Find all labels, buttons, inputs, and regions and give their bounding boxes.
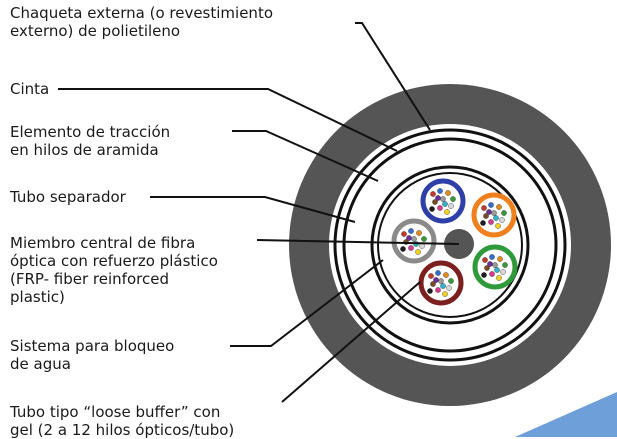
optical-fiber — [481, 205, 487, 211]
loose-tube-red — [418, 260, 464, 306]
optical-fiber — [437, 205, 443, 211]
label-line: en hilos de aramida — [10, 141, 159, 159]
leader-waterblock — [230, 259, 384, 347]
leader-jacket — [355, 22, 431, 131]
loose-tube-gray — [391, 218, 437, 264]
optical-fiber — [448, 203, 454, 209]
optical-fiber — [501, 210, 507, 216]
optical-fiber — [415, 249, 421, 255]
optical-fiber — [502, 262, 508, 268]
label-line: externo) de polietileno — [10, 22, 181, 40]
label-line: Elemento de tracción — [10, 123, 171, 141]
optical-fiber — [437, 188, 443, 194]
cable-cross-section — [289, 84, 611, 406]
optical-fiber — [444, 209, 450, 215]
leader-loose-tube — [281, 281, 421, 403]
optical-fiber — [446, 285, 452, 291]
optical-fiber — [408, 228, 414, 234]
leader-lines — [58, 22, 460, 403]
label-line: Cinta — [10, 80, 50, 98]
label-central-member: Miembro central de fibra óptica con refu… — [10, 234, 218, 306]
leader-separator — [150, 196, 356, 223]
optical-fiber — [483, 213, 489, 219]
optical-fiber — [428, 273, 434, 279]
optical-fiber — [430, 281, 436, 287]
optical-fiber — [438, 278, 444, 284]
label-strength-element: Elemento de tracción en hilos de aramida — [10, 123, 170, 159]
optical-fiber — [494, 267, 500, 273]
label-line: Sistema para bloqueo — [10, 337, 175, 355]
loose-tube-blue — [420, 178, 466, 224]
optical-fiber — [433, 277, 439, 283]
accent-wedge — [515, 392, 617, 437]
optical-fiber — [496, 275, 502, 281]
optical-fiber — [440, 196, 446, 202]
inner-core-ring — [377, 172, 523, 318]
optical-fiber — [432, 199, 438, 205]
optical-fiber — [435, 287, 441, 293]
optical-fiber — [500, 269, 506, 275]
optical-fiber — [499, 217, 505, 223]
optical-fiber — [495, 223, 501, 229]
optical-fiber — [448, 278, 454, 284]
optical-fiber — [429, 206, 435, 212]
optical-fiber — [435, 270, 441, 276]
optical-fiber — [480, 220, 486, 226]
label-line: óptica con refuerzo plástico — [10, 252, 218, 270]
optical-fiber — [400, 246, 406, 252]
optical-fiber — [488, 202, 494, 208]
leader-tape — [58, 88, 398, 152]
optical-fiber — [481, 272, 487, 278]
optical-fiber — [489, 254, 495, 260]
optical-fiber — [445, 190, 451, 196]
label-loose-buffer-tube: Tubo tipo “loose buffer” con gel (2 a 12… — [10, 403, 234, 439]
label-line: (FRP- fiber reinforced — [10, 270, 169, 288]
label-line: gel (2 a 12 hilos ópticos/tubo) — [10, 421, 235, 439]
optical-fiber — [496, 204, 502, 210]
optical-fiber — [421, 236, 427, 242]
optical-fiber — [406, 235, 412, 241]
label-line: Miembro central de fibra — [10, 234, 196, 252]
optical-fiber — [443, 272, 449, 278]
label-line: plastic) — [10, 288, 65, 306]
optical-fiber — [492, 262, 498, 268]
optical-fiber — [440, 283, 446, 289]
optical-fiber — [491, 210, 497, 216]
optical-fiber — [411, 236, 417, 242]
optical-fiber — [484, 265, 490, 271]
leader-strength — [232, 130, 379, 182]
optical-fiber — [493, 215, 499, 221]
strength-member-ring — [342, 137, 558, 353]
label-line: de agua — [10, 355, 71, 373]
optical-fiber — [450, 196, 456, 202]
optical-fiber — [427, 288, 433, 294]
optical-fiber — [435, 195, 441, 201]
optical-fiber — [486, 209, 492, 215]
optical-fiber — [497, 256, 503, 262]
label-line: Chaqueta externa (o revestimiento — [10, 4, 273, 22]
optical-fiber — [488, 219, 494, 225]
optical-fiber — [489, 271, 495, 277]
loose-tube-orange — [471, 192, 517, 238]
label-line: Tubo separador — [10, 188, 126, 206]
loose-tube-green — [472, 244, 518, 290]
separator-tube-ring — [370, 165, 530, 325]
optical-fiber — [442, 201, 448, 207]
label-line: Tubo tipo “loose buffer” con — [10, 403, 221, 421]
label-separator-tube: Tubo separador — [10, 188, 126, 206]
label-outer-jacket: Chaqueta externa (o revestimiento extern… — [10, 4, 273, 40]
optical-fiber — [401, 231, 407, 237]
optical-fiber — [408, 245, 414, 251]
label-water-blocking: Sistema para bloqueo de agua — [10, 337, 174, 373]
label-tape: Cinta — [10, 80, 49, 98]
optical-fiber — [487, 261, 493, 267]
leader-central — [256, 239, 460, 245]
optical-fiber — [430, 191, 436, 197]
optical-fiber — [416, 230, 422, 236]
tape-ring — [333, 128, 567, 362]
loose-buffer-tubes — [391, 178, 518, 306]
optical-fiber — [482, 257, 488, 263]
optical-fiber — [442, 291, 448, 297]
